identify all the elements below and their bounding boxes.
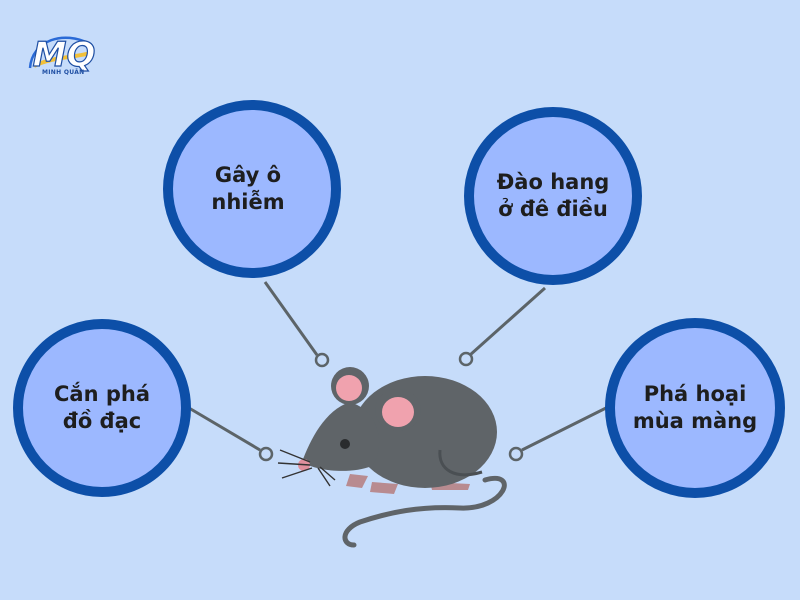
bubble-crops-label: Phá hoại mùa màng [632,381,758,433]
bubble-furniture-label: Cắn phá đồ đạc [54,381,150,433]
connector-dot-burrow [458,351,474,367]
bubble-pollution: Gây ô nhiễm [163,100,341,278]
connector-burrow [469,286,546,357]
connector-dot-pollution [314,352,330,368]
connector-furniture [188,406,261,452]
bubble-pollution-label: Gây ô nhiễm [211,162,285,214]
logo-caption: MINH QUÂN [42,69,85,76]
connector-dot-crops [508,446,524,462]
bubble-crops: Phá hoại mùa màng [605,318,785,498]
connector-dot-furniture [258,446,274,462]
connector-pollution [263,281,319,356]
mouse-icon [277,367,507,548]
bubble-burrow-label: Đào hang ở đê điều [496,169,610,221]
bubble-furniture: Cắn phá đồ đạc [13,319,191,497]
bubble-burrow: Đào hang ở đê điều [464,107,642,285]
brand-logo: MQ [28,34,96,76]
logo-mark: MQ [33,35,96,75]
connector-crops [521,406,607,452]
